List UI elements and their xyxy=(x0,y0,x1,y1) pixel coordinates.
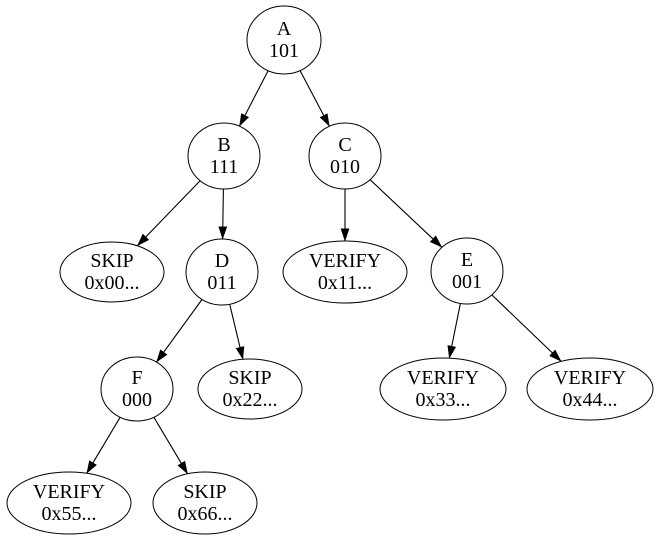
node-VERIFY_0x11-label-line-2: 0x11... xyxy=(318,272,372,294)
node-D-label-line-2: 011 xyxy=(207,272,236,294)
nodes-layer: A101B111C010SKIP0x00...D011VERIFY0x11...… xyxy=(6,5,654,535)
node-VERIFY_0x11-label-line-1: VERIFY xyxy=(309,250,381,272)
node-SKIP_0x22: SKIP0x22... xyxy=(197,358,303,420)
node-F-label-line-2: 000 xyxy=(122,389,152,411)
edge-D-to-SKIP_0x22 xyxy=(229,304,245,360)
ellipse-outline xyxy=(379,357,507,421)
node-SKIP_0x00: SKIP0x00... xyxy=(59,241,165,303)
edge-E-to-VERIFY_0x44 xyxy=(491,294,562,362)
circle-outline xyxy=(185,238,259,306)
node-VERIFY_0x44-label-line-2: 0x44... xyxy=(563,389,618,411)
node-C-label-line-1: C xyxy=(338,134,351,156)
circle-outline xyxy=(187,122,261,190)
node-VERIFY_0x44-label-line-1: VERIFY xyxy=(554,367,626,389)
node-D-label-line-1: D xyxy=(215,250,229,272)
ellipse-outline xyxy=(282,240,408,304)
node-VERIFY_0x55: VERIFY0x55... xyxy=(6,471,132,535)
edge-F-to-SKIP_0x66 xyxy=(153,417,189,475)
circle-outline xyxy=(308,122,382,190)
node-F-label-line-1: F xyxy=(131,367,142,389)
circle-outline xyxy=(430,237,504,305)
edge-A-to-B xyxy=(238,70,269,127)
node-SKIP_0x22-label-line-2: 0x22... xyxy=(223,389,278,411)
node-VERIFY_0x33-label-line-1: VERIFY xyxy=(407,367,479,389)
edges-layer xyxy=(86,70,562,475)
edge-F-to-VERIFY_0x55 xyxy=(86,417,121,474)
node-A-label-line-1: A xyxy=(277,18,292,40)
node-B-label-line-2: 111 xyxy=(210,156,239,178)
node-E-label-line-2: 001 xyxy=(452,271,482,293)
ellipse-outline xyxy=(6,471,132,535)
node-B-label-line-1: B xyxy=(217,134,230,156)
node-VERIFY_0x55-label-line-2: 0x55... xyxy=(42,503,97,525)
edge-B-to-D xyxy=(218,188,228,240)
node-VERIFY_0x11: VERIFY0x11... xyxy=(282,240,408,304)
edge-C-to-E xyxy=(369,179,443,248)
ellipse-outline xyxy=(197,358,303,420)
node-E-label-line-1: E xyxy=(461,249,473,271)
ellipse-outline xyxy=(526,357,654,421)
node-VERIFY_0x33: VERIFY0x33... xyxy=(379,357,507,421)
edge-E-to-VERIFY_0x33 xyxy=(447,303,461,359)
node-VERIFY_0x33-label-line-2: 0x33... xyxy=(416,389,471,411)
ellipse-outline xyxy=(59,241,165,303)
circle-outline xyxy=(246,5,322,75)
node-SKIP_0x00-label-line-1: SKIP xyxy=(90,250,133,272)
node-SKIP_0x00-label-line-2: 0x00... xyxy=(85,272,140,294)
edge-D-to-F xyxy=(156,299,203,363)
ellipse-outline xyxy=(152,471,258,535)
circle-outline xyxy=(100,356,174,422)
edge-B-to-SKIP_0x00 xyxy=(136,180,201,247)
node-SKIP_0x66: SKIP0x66... xyxy=(152,471,258,535)
node-A-label-line-2: 101 xyxy=(269,40,299,62)
node-VERIFY_0x55-label-line-1: VERIFY xyxy=(33,481,105,503)
node-C-label-line-2: 010 xyxy=(330,156,360,178)
node-VERIFY_0x44: VERIFY0x44... xyxy=(526,357,654,421)
edge-A-to-C xyxy=(299,70,330,127)
node-SKIP_0x66-label-line-1: SKIP xyxy=(183,481,226,503)
node-SKIP_0x22-label-line-1: SKIP xyxy=(228,367,271,389)
node-SKIP_0x66-label-line-2: 0x66... xyxy=(178,503,233,525)
